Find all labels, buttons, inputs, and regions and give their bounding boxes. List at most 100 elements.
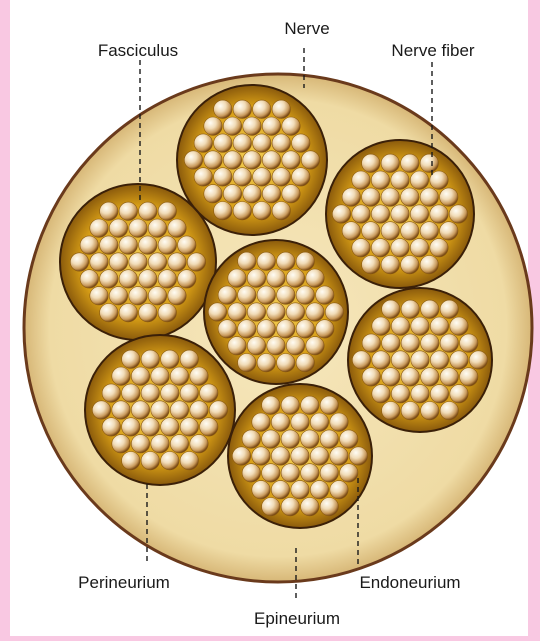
nerve-fiber	[420, 188, 438, 206]
nerve-fiber	[233, 100, 251, 118]
nerve-fiber	[232, 447, 250, 465]
nerve-fiber	[301, 430, 319, 448]
nerve-fiber	[214, 168, 232, 186]
fasciculus	[204, 240, 348, 384]
nerve-fiber	[430, 205, 448, 223]
nerve-fiber	[223, 117, 241, 135]
nerve-fiber	[301, 396, 319, 414]
nerve-fiber	[262, 396, 280, 414]
nerve-fiber	[286, 337, 304, 355]
nerve-fiber	[291, 481, 309, 499]
nerve-fiber	[362, 222, 380, 240]
nerve-fiber	[247, 337, 265, 355]
nerve-fiber	[411, 317, 429, 335]
nerve-fiber	[316, 320, 334, 338]
nerve-fiber	[320, 498, 338, 516]
nerve-fiber	[200, 418, 218, 436]
nerve-fiber	[440, 300, 458, 318]
nerve-fiber	[320, 396, 338, 414]
label-nerve-fiber: Nerve fiber	[391, 41, 474, 60]
fasciculus	[326, 140, 474, 288]
nerve-fiber	[168, 219, 186, 237]
nerve-fiber	[180, 452, 198, 470]
nerve-fiber	[161, 384, 179, 402]
nerve-fiber	[291, 447, 309, 465]
nerve-fiber	[362, 188, 380, 206]
nerve-fiber	[253, 100, 271, 118]
nerve-fiber	[247, 303, 265, 321]
label-perineurium: Perineurium	[78, 573, 170, 592]
nerve-fiber	[214, 100, 232, 118]
nerve-fiber	[148, 287, 166, 305]
label-endoneurium: Endoneurium	[359, 573, 460, 592]
nerve-fiber	[262, 430, 280, 448]
nerve-fiber	[391, 171, 409, 189]
nerve-fiber	[381, 222, 399, 240]
nerve-fiber	[371, 171, 389, 189]
nerve-fiber	[102, 384, 120, 402]
nerve-fiber	[109, 253, 127, 271]
nerve-fiber	[112, 401, 130, 419]
nerve-fiber	[151, 401, 169, 419]
nerve-fiber	[238, 320, 256, 338]
nerve-fiber	[296, 252, 314, 270]
nerve-fiber	[238, 252, 256, 270]
nerve-fiber	[242, 430, 260, 448]
nerve-fiber	[200, 384, 218, 402]
nerve-fiber	[247, 269, 265, 287]
nerve-fiber	[440, 402, 458, 420]
nerve-fiber	[391, 351, 409, 369]
nerve-fiber	[352, 171, 370, 189]
nerve-fiber	[332, 205, 350, 223]
nerve-fiber	[233, 134, 251, 152]
nerve-fiber	[272, 168, 290, 186]
nerve-fiber	[119, 304, 137, 322]
nerve-fiber	[282, 185, 300, 203]
nerve-fiber	[352, 205, 370, 223]
nerve-fiber	[80, 270, 98, 288]
nerve-fiber	[119, 236, 137, 254]
nerve-fiber	[271, 447, 289, 465]
nerve-fiber	[139, 236, 157, 254]
nerve-fiber	[382, 300, 400, 318]
nerve-fiber	[90, 253, 108, 271]
nerve-fiber	[141, 384, 159, 402]
nerve-fiber	[112, 367, 130, 385]
nerve-fiber	[391, 205, 409, 223]
nerve-fiber	[161, 350, 179, 368]
nerve-fiber	[158, 236, 176, 254]
nerve-fiber	[281, 430, 299, 448]
nerve-fiber	[158, 270, 176, 288]
nerve-fiber	[100, 202, 118, 220]
nerve-fiber	[272, 202, 290, 220]
nerve-fiber	[184, 151, 202, 169]
nerve-fiber	[281, 498, 299, 516]
nerve-fiber	[109, 219, 127, 237]
nerve-fiber	[372, 317, 390, 335]
nerve-fiber	[440, 368, 458, 386]
fasciculus	[228, 384, 372, 528]
nerve-fiber	[410, 205, 428, 223]
nerve-fiber	[178, 270, 196, 288]
nerve-fiber	[262, 464, 280, 482]
nerve-fiber	[362, 154, 380, 172]
nerve-fiber	[372, 351, 390, 369]
nerve-fiber	[340, 464, 358, 482]
nerve-fiber	[272, 100, 290, 118]
nerve-fiber	[450, 351, 468, 369]
nerve-fiber	[272, 134, 290, 152]
nerve-fiber	[253, 134, 271, 152]
nerve-fiber	[301, 151, 319, 169]
nerve-fiber	[161, 452, 179, 470]
nerve-fiber	[310, 447, 328, 465]
nerve-fiber	[257, 320, 275, 338]
nerve-fiber	[151, 435, 169, 453]
nerve-fiber	[310, 413, 328, 431]
nerve-fiber	[242, 464, 260, 482]
nerve-fiber	[401, 256, 419, 274]
nerve-fiber	[100, 270, 118, 288]
nerve-fiber	[170, 367, 188, 385]
nerve-fiber	[271, 481, 289, 499]
nerve-fiber	[450, 317, 468, 335]
